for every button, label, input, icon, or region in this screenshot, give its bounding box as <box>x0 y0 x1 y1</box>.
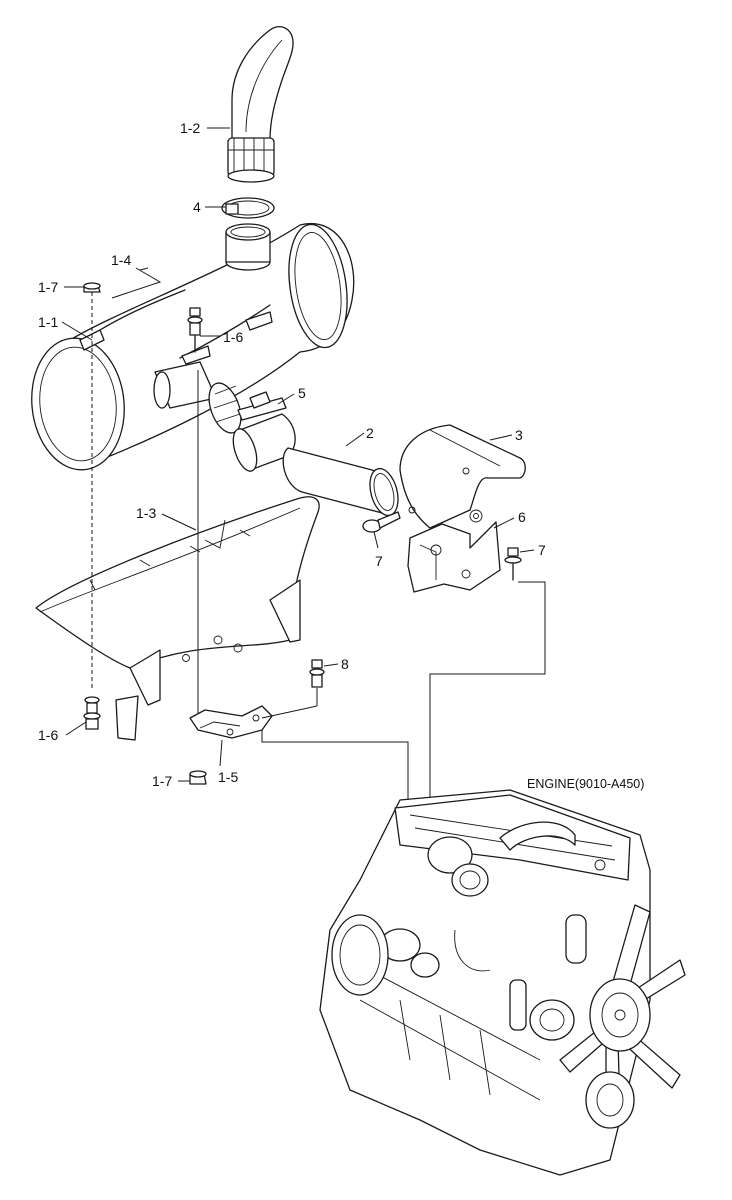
exhaust-pipe <box>282 447 399 517</box>
callout-1-5: 1-5 <box>218 769 238 785</box>
link-line-bracket-6 <box>429 581 546 840</box>
callout-4: 4 <box>193 199 201 215</box>
bolt-1-6-top <box>187 307 203 353</box>
leader-lines <box>61 127 535 782</box>
bolt-7-left <box>362 511 401 533</box>
engine-label: ENGINE(9010-A450) <box>527 777 644 791</box>
bolt-1-6-bottom <box>83 696 101 730</box>
bolt-8 <box>261 659 325 719</box>
support-bracket <box>407 509 501 593</box>
callout-labels: 1-2 4 1-4 1-7 1-1 1-6 5 2 3 6 7 7 1-3 8 … <box>38 120 644 791</box>
callout-5: 5 <box>298 385 306 401</box>
coupling-sleeve <box>232 413 296 472</box>
muffler-body <box>31 222 355 471</box>
callout-1-1: 1-1 <box>38 314 58 330</box>
callout-3: 3 <box>515 427 523 443</box>
engine-assembly <box>319 789 686 1176</box>
nut-1-7-top <box>83 282 101 293</box>
heat-shield-cover <box>399 424 526 529</box>
callout-7-left: 7 <box>375 553 383 569</box>
callout-1-4: 1-4 <box>111 252 131 268</box>
callout-1-7-top: 1-7 <box>38 279 58 295</box>
callout-1-6-bottom: 1-6 <box>38 727 58 743</box>
callout-6: 6 <box>518 509 526 525</box>
callout-1-6-top: 1-6 <box>223 329 243 345</box>
callout-1-2: 1-2 <box>180 120 200 136</box>
nut-1-7-bottom <box>189 770 207 785</box>
exhaust-stack-pipe <box>227 25 294 183</box>
link-line-bracket <box>261 730 409 810</box>
pipe-clamp <box>208 382 287 434</box>
callout-2: 2 <box>366 425 374 441</box>
callout-1-3: 1-3 <box>136 505 156 521</box>
callout-8: 8 <box>341 656 349 672</box>
callout-1-7-bottom: 1-7 <box>152 773 172 789</box>
bolt-7-right <box>504 547 522 581</box>
callout-7-right: 7 <box>538 542 546 558</box>
mounting-bracket <box>189 705 273 739</box>
lower-heat-shield <box>35 496 320 741</box>
clamp-band <box>221 197 275 219</box>
